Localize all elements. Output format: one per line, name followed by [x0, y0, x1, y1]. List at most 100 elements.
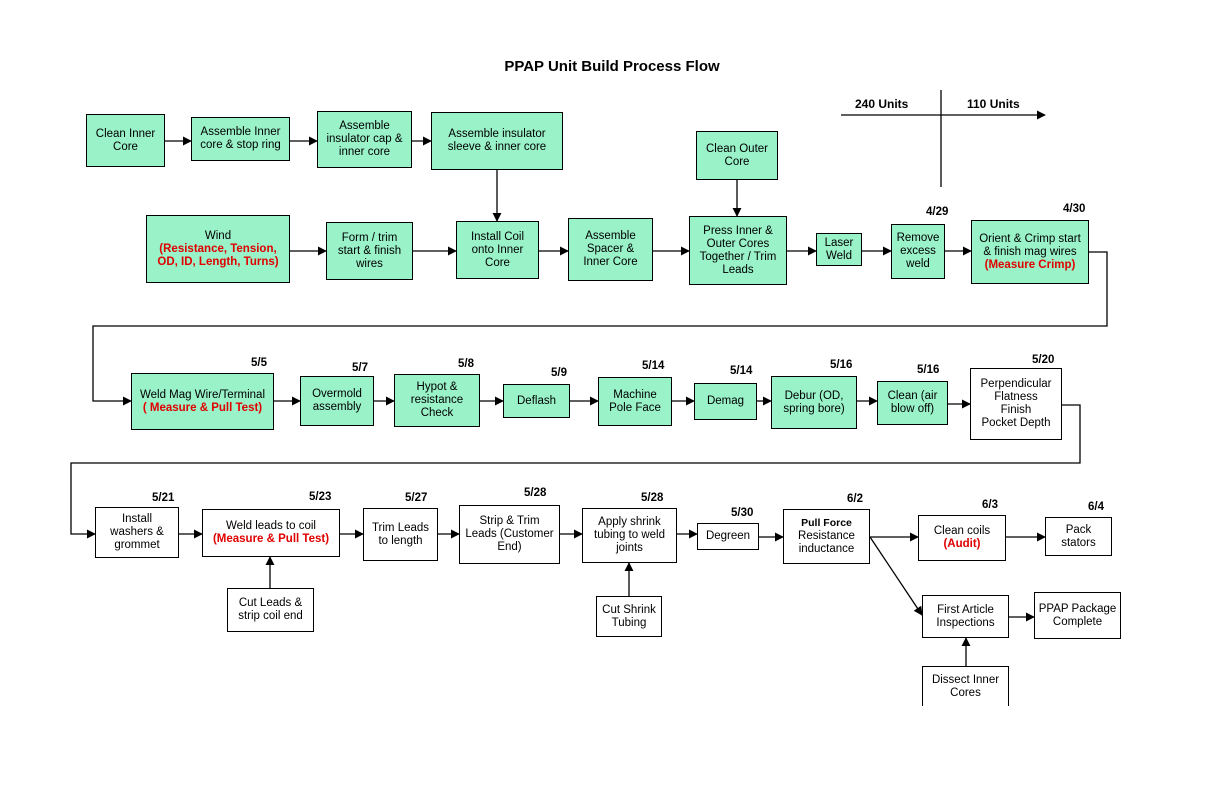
- date-label: 5/28: [524, 487, 547, 499]
- step-assemble-inner-core-stop: Assemble Inner core & stop ring: [191, 117, 290, 161]
- date-label: 5/8: [458, 358, 474, 370]
- step-text: Spacer &: [586, 243, 635, 255]
- step-orient-crimp: Orient & Crimp start & finish mag wires …: [971, 220, 1089, 284]
- page-title: PPAP Unit Build Process Flow: [504, 58, 720, 75]
- step-measure-text: (Measure & Pull Test): [212, 533, 330, 545]
- step-strip-trim-leads: Strip & Trim Leads (Customer End): [459, 505, 560, 564]
- step-text: PPAP Package: [1038, 602, 1117, 615]
- step-text: First Article: [937, 603, 994, 616]
- step-wind: Wind (Resistance, Tension, OD, ID, Lengt…: [146, 215, 290, 283]
- step-hypot: Hypot & resistance Check: [394, 374, 480, 427]
- step-text: Assemble insulator: [448, 128, 546, 140]
- step-pack-stators: Pack stators: [1045, 517, 1112, 556]
- step-text: Clean Outer: [705, 142, 768, 155]
- step-weld-leads: Weld leads to coil (Measure & Pull Test): [202, 509, 340, 557]
- date-label: 6/4: [1088, 501, 1104, 513]
- step-clean-inner-core: Clean Inner Core: [86, 114, 165, 167]
- step-text: Wind: [204, 229, 232, 242]
- date-label: 5/20: [1032, 354, 1055, 366]
- step-text: Form / trim: [341, 231, 398, 244]
- step-assemble-spacer: Assemble Spacer & Inner Core: [568, 218, 653, 281]
- step-text: Pull Force: [801, 517, 852, 529]
- step-text: onto Inner: [471, 243, 524, 256]
- step-text: assembly: [312, 401, 362, 413]
- step-text: Complete: [1052, 615, 1103, 628]
- step-text: Check: [420, 407, 454, 419]
- step-text: resistance: [410, 394, 464, 406]
- step-assemble-insulator-cap: Assemble insulator cap & inner core: [317, 111, 412, 168]
- step-dissect-inner-cores: Dissect Inner Cores: [922, 666, 1009, 706]
- date-label: 5/21: [152, 492, 175, 504]
- step-text: Outer Cores: [706, 237, 770, 250]
- step-measure-text: (Resistance, Tension,: [159, 242, 277, 255]
- step-text: Inspections: [936, 616, 995, 629]
- date-label: 5/23: [309, 491, 332, 503]
- step-weld-mag-wire: Weld Mag Wire/Terminal ( Measure & Pull …: [131, 373, 274, 430]
- step-text: Orient & Crimp start: [979, 232, 1081, 245]
- step-assemble-insulator-sleeve: Assemble insulator sleeve & inner core: [431, 112, 563, 170]
- step-text: joints: [616, 542, 643, 554]
- step-install-washers: Install washers & grommet: [95, 507, 179, 558]
- step-text: Demag: [706, 395, 745, 407]
- step-install-coil: Install Coil onto Inner Core: [456, 221, 539, 279]
- step-text: Tubing: [611, 616, 647, 629]
- step-text: Leads: [722, 263, 754, 276]
- step-text: weld: [906, 258, 930, 270]
- date-label: 5/28: [641, 492, 664, 504]
- step-text: Degreen: [705, 530, 751, 542]
- step-pull-force: Pull Force Resistance inductance: [783, 509, 870, 564]
- step-text: Laser: [824, 236, 854, 249]
- date-label: 5/16: [830, 359, 853, 371]
- step-text: Press Inner &: [703, 224, 773, 237]
- step-text: End): [497, 541, 522, 553]
- step-text: Clean Inner: [95, 127, 156, 140]
- step-text: insulator cap &: [326, 133, 403, 145]
- date-label: 5/7: [352, 362, 368, 374]
- step-text: Weld: [826, 249, 852, 262]
- step-text: & finish mag wires: [983, 245, 1077, 258]
- step-apply-shrink: Apply shrink tubing to weld joints: [582, 508, 677, 563]
- step-ppap-package: PPAP Package Complete: [1034, 592, 1121, 639]
- date-label: 5/5: [251, 357, 267, 369]
- step-measure-text: OD, ID, Length, Turns): [157, 255, 279, 268]
- legend-110-units: 110 Units: [967, 97, 1020, 111]
- step-first-article: First Article Inspections: [922, 595, 1009, 638]
- step-text: Finish: [1000, 404, 1032, 416]
- step-clean-air: Clean (air blow off): [877, 381, 948, 425]
- step-form-trim: Form / trim start & finish wires: [326, 222, 413, 280]
- step-clean-coils: Clean coils (Audit): [918, 515, 1006, 561]
- step-text: Cores: [950, 686, 981, 699]
- step-text: spring bore): [783, 402, 845, 415]
- step-cut-shrink: Cut Shrink Tubing: [596, 596, 662, 637]
- step-text: stators: [1061, 536, 1096, 549]
- date-label: 5/9: [551, 367, 567, 379]
- date-label: 6/3: [982, 499, 998, 511]
- step-measure-text: (Measure Crimp): [984, 258, 1076, 271]
- step-text: Together / Trim: [699, 250, 777, 263]
- step-text: Strip & Trim: [479, 515, 540, 527]
- step-text: Remove: [896, 232, 940, 244]
- step-perpendicular-flatness: Perpendicular Flatness Finish Pocket Dep…: [970, 368, 1062, 440]
- step-text: Machine: [613, 388, 657, 401]
- date-label: 4/30: [1063, 203, 1086, 215]
- step-text: blow off): [890, 403, 935, 415]
- step-text: Trim Leads: [371, 521, 430, 534]
- step-text: Assemble: [585, 230, 636, 242]
- step-text: Apply shrink: [598, 516, 661, 528]
- step-text: tubing to weld: [594, 529, 665, 541]
- step-remove-excess-weld: Remove excess weld: [891, 224, 945, 279]
- step-text: Assemble: [339, 120, 390, 132]
- step-demag: Demag: [694, 383, 757, 420]
- step-text: Weld Mag Wire/Terminal: [139, 388, 266, 401]
- step-degreen: Degreen: [697, 523, 759, 550]
- step-text: Weld leads to coil: [226, 520, 316, 532]
- step-text: Inner Core: [583, 256, 638, 268]
- step-text: Cut Shrink: [602, 603, 656, 616]
- date-label: 5/30: [731, 507, 754, 519]
- step-text: Leads (Customer: [465, 528, 554, 540]
- step-debur: Debur (OD, spring bore): [771, 376, 857, 429]
- step-text: inner core: [338, 146, 391, 158]
- step-text: grommet: [114, 539, 160, 551]
- step-overmold: Overmold assembly: [300, 376, 374, 426]
- step-cut-leads: Cut Leads & strip coil end: [227, 588, 314, 632]
